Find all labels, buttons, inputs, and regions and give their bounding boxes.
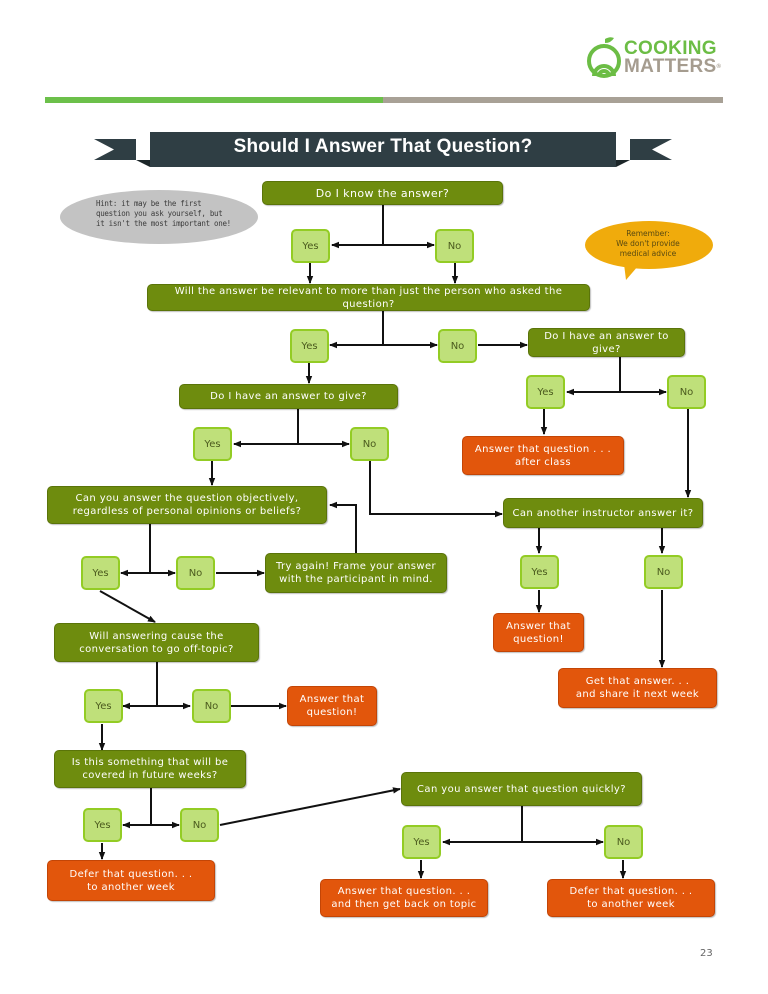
question-answer-quickly: Can you answer that question quickly?: [401, 772, 642, 806]
choice-no[interactable]: No: [180, 808, 219, 842]
connector: [329, 501, 357, 553]
answer-that-question-off-topic: Answer that question!: [287, 686, 377, 726]
choice-no[interactable]: No: [350, 427, 389, 461]
remember-text: Remember: We don't provide medical advic…: [616, 229, 680, 258]
answer-that-question-instructor: Answer that question!: [493, 613, 584, 652]
choice-no[interactable]: No: [192, 689, 231, 723]
connector: [99, 590, 156, 623]
apple-logo-icon: [587, 37, 621, 78]
title-banner: [94, 132, 672, 167]
question-another-instructor: Can another instructor answer it?: [503, 498, 703, 528]
question-know-answer: Do I know the answer?: [262, 181, 503, 205]
choice-yes[interactable]: Yes: [81, 556, 120, 590]
choice-yes[interactable]: Yes: [520, 555, 559, 589]
choice-yes[interactable]: Yes: [291, 229, 330, 263]
question-off-topic: Will answering cause the conversation to…: [54, 623, 259, 662]
connector: [219, 787, 401, 826]
question-have-answer-right: Do I have an answer to give?: [528, 328, 685, 357]
choice-no[interactable]: No: [176, 556, 215, 590]
choice-no[interactable]: No: [667, 375, 706, 409]
choice-no[interactable]: No: [644, 555, 683, 589]
page-number: 23: [700, 948, 713, 959]
question-relevant-to-more: Will the answer be relevant to more than…: [147, 284, 590, 311]
page-title: Should I Answer That Question?: [233, 136, 533, 157]
answer-share-next-week: Get that answer. . . and share it next w…: [558, 668, 717, 708]
choice-yes[interactable]: Yes: [526, 375, 565, 409]
choice-yes[interactable]: Yes: [402, 825, 441, 859]
choice-yes[interactable]: Yes: [84, 689, 123, 723]
try-again-box: Try again! Frame your answer with the pa…: [265, 553, 447, 593]
header-rule-grey: [383, 97, 723, 103]
choice-no[interactable]: No: [438, 329, 477, 363]
hint-bubble: [60, 190, 258, 244]
remember-bubble: [585, 221, 713, 280]
answer-after-class: Answer that question . . . after class: [462, 436, 624, 475]
logo-line-matters: MATTERS: [624, 56, 717, 77]
choice-yes[interactable]: Yes: [83, 808, 122, 842]
choice-yes[interactable]: Yes: [193, 427, 232, 461]
choice-yes[interactable]: Yes: [290, 329, 329, 363]
question-have-answer-left: Do I have an answer to give?: [179, 384, 398, 409]
answer-defer-right: Defer that question. . . to another week: [547, 879, 715, 917]
logo-line-cooking: COOKING: [624, 38, 717, 59]
answer-defer-left: Defer that question. . . to another week: [47, 860, 215, 901]
question-future-weeks: Is this something that will be covered i…: [54, 750, 246, 788]
header-rule-green: [45, 97, 383, 103]
answer-back-on-topic: Answer that question. . . and then get b…: [320, 879, 488, 917]
choice-no[interactable]: No: [604, 825, 643, 859]
cooking-matters-logo: COOKING MATTERS®: [586, 36, 726, 82]
question-answer-objectively: Can you answer the question objectively,…: [47, 486, 327, 524]
hint-text: Hint: it may be the first question you a…: [96, 199, 231, 228]
registered-mark: ®: [716, 64, 722, 70]
choice-no[interactable]: No: [435, 229, 474, 263]
